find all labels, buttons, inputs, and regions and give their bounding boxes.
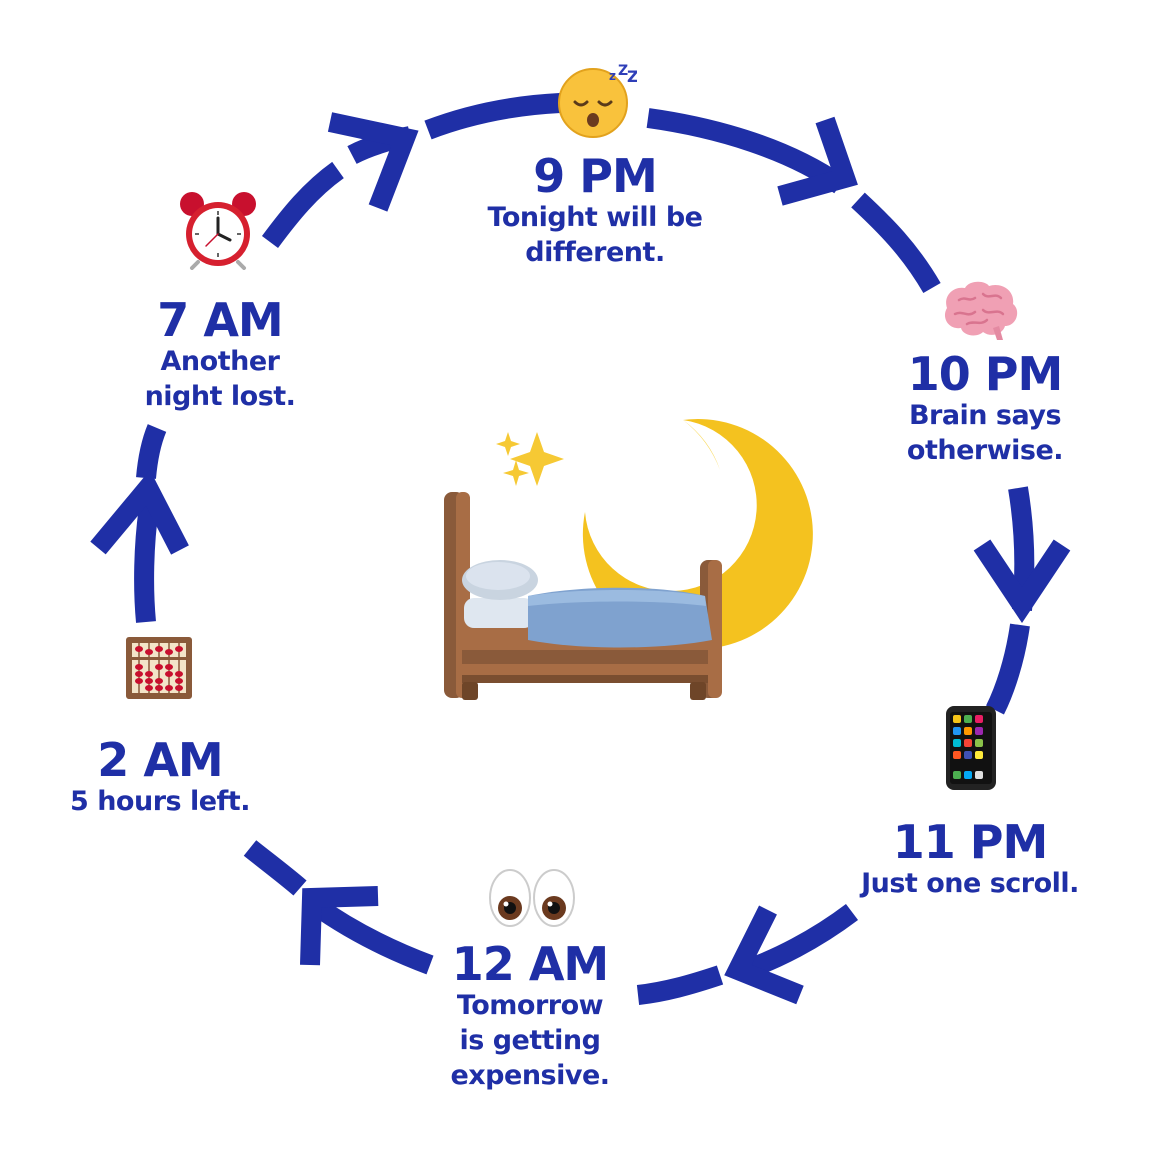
arrowhead-9pm-to-10pm: [777, 116, 858, 206]
arrowhead-12am-to-2am: [300, 886, 379, 966]
mobile-phone-icon: [946, 706, 996, 790]
abacus-icon: [126, 637, 192, 699]
stage-caption: Another night lost.: [144, 346, 296, 412]
arrowhead-11pm-to-12am: [724, 905, 804, 1005]
cycle-arc-to-7am: [136, 424, 167, 479]
svg-text:Z: Z: [627, 67, 637, 86]
stage-caption: 5 hours left.: [70, 786, 250, 817]
cycle-arc-to-11pm: [985, 623, 1030, 715]
cycle-arc-to-12am: [636, 965, 724, 1005]
alarm-clock-icon: [180, 192, 256, 270]
sleeping-face-icon: z Z Z: [558, 63, 637, 138]
stage-time: 12 AM: [451, 937, 609, 991]
cycle-arc-9pm-entry: [424, 93, 561, 140]
cycle-arc-7am-to-9pm: [261, 161, 344, 248]
arrowhead-10pm-to-11pm: [973, 539, 1071, 624]
stage-time: 7 AM: [157, 293, 283, 347]
stage-10pm: 10 PM Brain says otherwise.: [855, 350, 1115, 468]
sparkles-icon: [496, 432, 564, 486]
svg-text:z: z: [609, 69, 616, 83]
stage-time: 11 PM: [892, 815, 1049, 869]
cycle-arc-9pm-to-10pm: [646, 108, 846, 194]
cycle-arc-to-2am: [243, 840, 307, 896]
stage-caption: Tonight will be different.: [487, 202, 703, 268]
stage-7am: 7 AM Another night lost.: [100, 296, 340, 414]
stage-caption: Just one scroll.: [861, 868, 1079, 899]
stage-9pm: 9 PM Tonight will be different.: [455, 152, 735, 270]
bed-icon: [444, 492, 722, 700]
arrowhead-2am-to-7am: [90, 470, 189, 555]
cycle-arc-to-10pm: [851, 192, 941, 294]
cycle-arc-12am-to-2am: [309, 896, 434, 975]
stage-caption: Tomorrow is getting expensive.: [450, 990, 610, 1091]
stage-caption: Brain says otherwise.: [906, 400, 1064, 466]
svg-text:Z: Z: [618, 63, 628, 79]
stage-12am: 12 AM Tomorrow is getting expensive.: [395, 940, 665, 1093]
cycle-arc-2am-to-7am: [134, 498, 160, 623]
arrowhead-7am-to-9pm: [327, 112, 419, 212]
brain-icon: [944, 281, 1018, 340]
stage-time: 9 PM: [533, 149, 658, 203]
stage-2am: 2 AM 5 hours left.: [40, 736, 280, 819]
stage-11pm: 11 PM Just one scroll.: [820, 818, 1120, 901]
stage-time: 10 PM: [907, 347, 1064, 401]
eyes-icon: [489, 869, 575, 927]
stage-time: 2 AM: [97, 733, 223, 787]
